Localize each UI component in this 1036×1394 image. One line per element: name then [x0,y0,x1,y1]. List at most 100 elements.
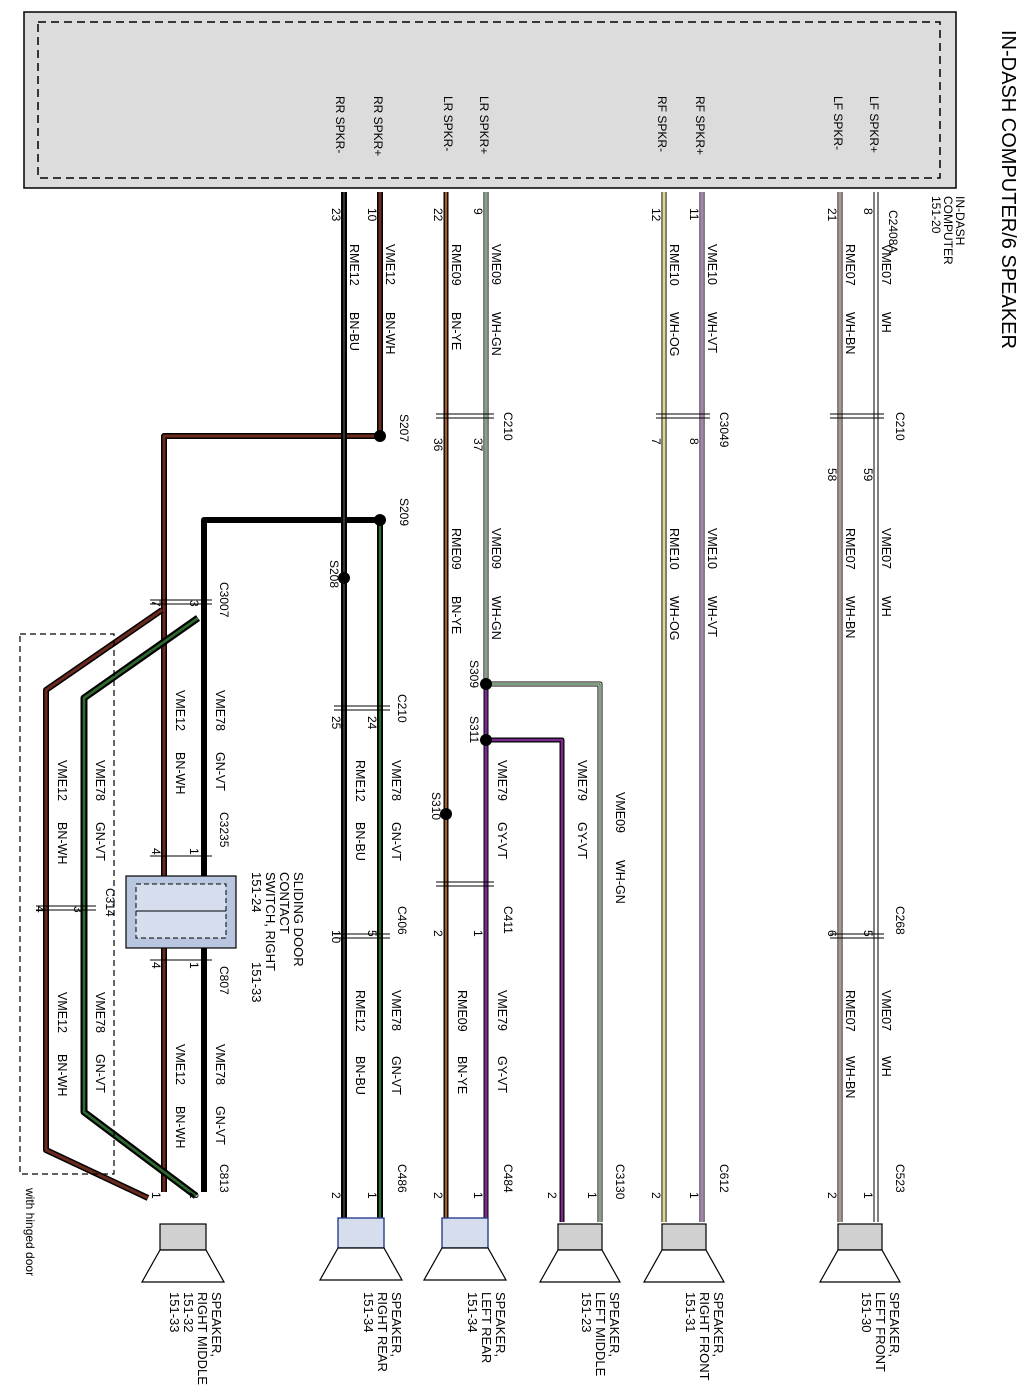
wire-label: GN-VT [389,822,403,861]
wire-label: BN-YE [449,596,463,634]
speaker-left-rear-icon [422,1217,508,1281]
pin-number: 4 [149,962,163,969]
wire-label: RME09 [449,244,463,286]
pin-number: 11 [687,208,701,221]
computer-name-3: 151-20 [929,196,943,234]
switch-label-4: 151-24 [249,872,264,912]
connector-label: C210 [501,412,515,441]
wire-label: BN-YE [455,1056,469,1094]
speaker-label-rf-1: SPEAKER, [711,1292,726,1357]
wire-label: VME12 [383,244,397,285]
wire-label: GN-VT [93,822,107,861]
wire-label: VME12 [55,992,69,1033]
wire-label: WH-OG [667,596,681,640]
wire-label: WH-VT [705,312,719,353]
wire-label: RME10 [667,528,681,570]
pin-number: 10 [329,930,343,944]
switch-label-3: SWITCH, RIGHT [263,872,278,971]
connector-label: C314 [103,888,117,917]
wire-label: RME07 [843,528,857,570]
splice-label: S208 [327,560,341,588]
pin-number: 36 [431,438,445,452]
connector-label: C523 [893,1164,907,1193]
terminal-rr-minus: RR SPKR- [333,96,347,153]
pin-number: 1 [687,1192,701,1199]
wire-label: BN-BU [353,1056,367,1095]
connector-label: C3049 [717,412,731,448]
switch-ref: 151-33 [249,962,264,1002]
pin-number: 23 [329,208,343,222]
sliding-door-switch: SLIDING DOOR CONTACT SWITCH, RIGHT 151-2… [125,872,306,1002]
wire-label: WH-GN [489,596,503,640]
speaker-label-rf-2: RIGHT FRONT [697,1292,712,1381]
wire-label: RME09 [455,990,469,1032]
wire-label: VME10 [705,528,719,569]
pin-number: 2 [545,1192,559,1199]
wire-label: BN-WH [383,312,397,354]
wire-label: BN-YE [449,312,463,350]
terminal-lf-minus: LF SPKR- [831,96,845,150]
wire-label: WH [879,596,893,617]
pin-number: 10 [365,208,379,222]
wire-label: VME78 [213,690,227,731]
wire-label: GY-VT [495,822,509,859]
speaker-label-rr-1: SPEAKER, [389,1292,404,1357]
splice-labels: S207 S209 S208 S309 S311 S310 [327,414,481,820]
wire-label: WH [879,312,893,333]
speaker-left-front-icon [818,1223,902,1283]
wire-label: WH-BN [843,596,857,638]
connector-label: C612 [717,1164,731,1193]
speaker-label-rf-3: 151-31 [683,1292,698,1332]
wire-label: GN-VT [389,1056,403,1095]
terminal-lr-plus: LR SPKR+ [477,96,491,154]
pin-number: 21 [825,208,839,222]
pin-number: 2 [329,1192,343,1199]
speaker-label-lr-2: LEFT REAR [479,1292,494,1363]
speaker-label-lm-1: SPEAKER, [607,1292,622,1357]
pin-number: 3 [187,600,201,607]
splice-label: S309 [467,660,481,688]
wire-label: VME07 [879,990,893,1031]
wire-label: WH-BN [843,312,857,354]
wire-label: VME79 [495,990,509,1031]
speaker-label-rm-4: 151-33 [167,1292,182,1332]
wire-label: WH [879,1056,893,1077]
wire-label: WH-OG [667,312,681,356]
wire-label: GN-VT [93,1054,107,1093]
splice-dots [338,430,492,820]
wire-label: WH-VT [705,596,719,637]
wires [43,192,879,1222]
wire-label: VME12 [173,1044,187,1085]
wire-label: VME09 [613,792,627,833]
splice-label: S207 [397,414,411,442]
connector-label: C3130 [613,1164,627,1200]
pin-number: 2 [825,1192,839,1199]
connector-label: C210 [395,694,409,723]
pin-number: 4 [149,848,163,855]
pin-numbers: 8 21 11 12 9 22 10 23 59 58 8 7 37 36 24… [33,208,875,1199]
pin-number: 1 [149,1192,163,1199]
speaker-label-lf-3: 151-30 [859,1292,874,1332]
connector-label: C406 [395,906,409,935]
terminal-lr-minus: LR SPKR- [441,96,455,151]
wire-label: BN-WH [173,1106,187,1148]
connector-label: C3007 [217,582,231,618]
switch-label-1: SLIDING DOOR [291,872,306,967]
pin-number: 58 [825,468,839,482]
connector-label: C268 [893,906,907,935]
speaker-label-rm-2: RIGHT MIDDLE [195,1292,210,1385]
speaker-right-front-icon [642,1223,726,1283]
splice-label: S311 [467,716,481,743]
pin-number: 1 [861,1192,875,1199]
wire-label: VME10 [705,244,719,285]
connector-label: C210 [893,412,907,441]
wire-labels: VME07 WH RME07 WH-BN VME10 WH-VT RME10 W… [55,244,893,1148]
pin-number: 22 [431,208,445,222]
speaker-left-middle-icon [538,1223,622,1283]
splice-label: S209 [397,498,411,526]
connector-marks [36,413,884,961]
connector-label: C486 [395,1164,409,1193]
splice-label: S310 [429,792,443,820]
wire-label: GN-VT [213,752,227,791]
